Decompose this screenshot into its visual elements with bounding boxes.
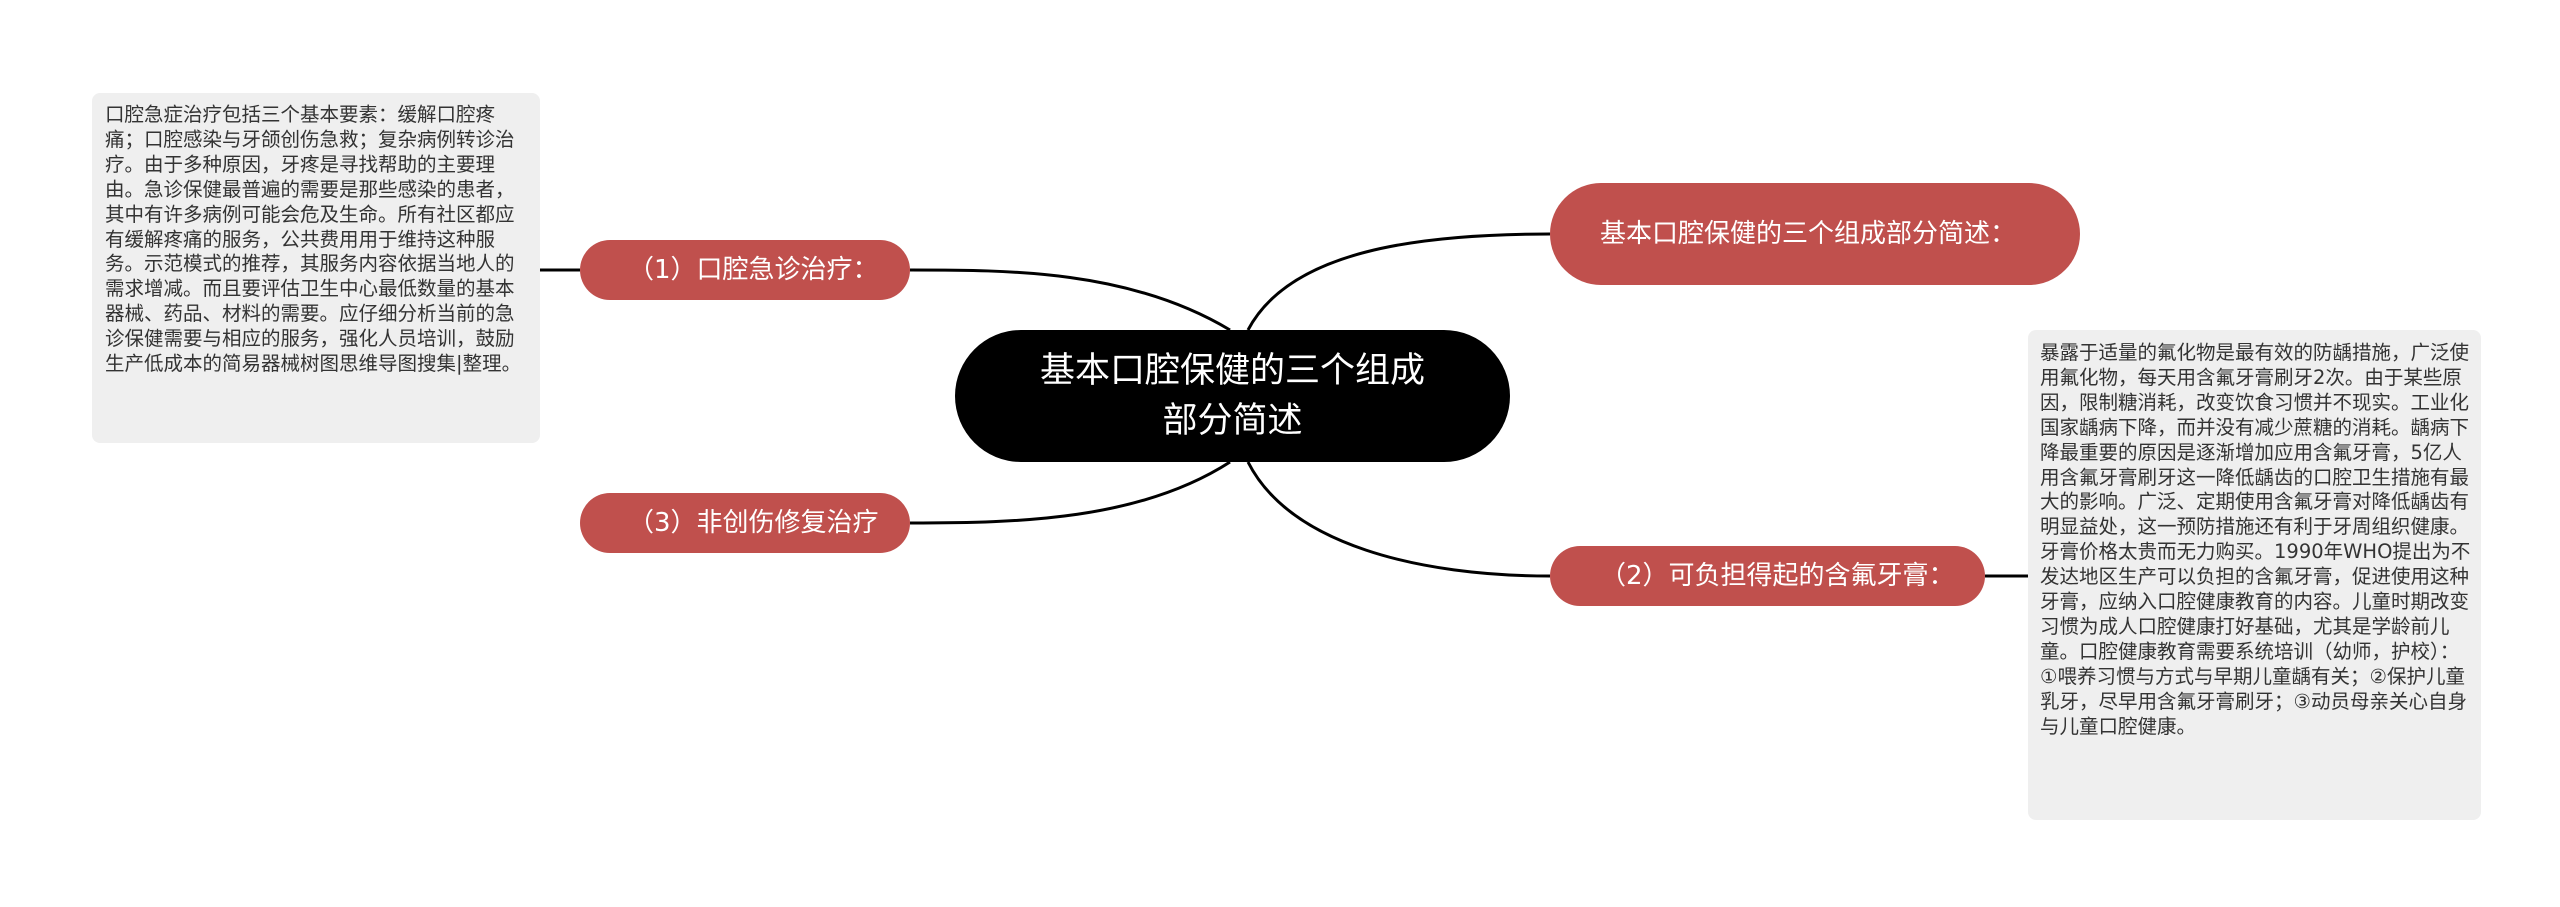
branch-title-label: 基本口腔保健的三个组成部分简述：	[1600, 219, 2017, 249]
branch-title[interactable]: 基本口腔保健的三个组成部分简述：	[1550, 183, 2080, 285]
branch-atraumatic-restorative-label: （3）非创伤修复治疗	[628, 508, 879, 538]
connector-root-to-title	[1246, 232, 1551, 331]
note-oral-emergency[interactable]: 口腔急症治疗包括三个基本要素：缓解口腔疼痛；口腔感染与牙颌创伤急救；复杂病例转诊…	[92, 93, 540, 443]
note-fluoride-toothpaste[interactable]: 暴露于适量的氟化物是最有效的防龋措施，广泛使用氟化物，每天用含氟牙膏刷牙2次。由…	[2028, 330, 2481, 820]
connector-root-to-b2	[1246, 461, 1551, 578]
branch-atraumatic-restorative[interactable]: （3）非创伤修复治疗	[580, 493, 910, 553]
branch-fluoride-toothpaste-label: （2）可负担得起的含氟牙膏：	[1600, 561, 1955, 591]
connector-root-to-b3	[909, 460, 1231, 525]
connector-root-to-b1	[909, 268, 1231, 332]
branch-oral-emergency[interactable]: （1）口腔急诊治疗：	[580, 240, 910, 300]
note-fluoride-toothpaste-text: 暴露于适量的氟化物是最有效的防龋措施，广泛使用氟化物，每天用含氟牙膏刷牙2次。由…	[2040, 341, 2471, 738]
root-topic-label: 基本口腔保健的三个组成部分简述	[1039, 351, 1425, 441]
note-oral-emergency-text: 口腔急症治疗包括三个基本要素：缓解口腔疼痛；口腔感染与牙颌创伤急救；复杂病例转诊…	[105, 103, 522, 376]
branch-oral-emergency-label: （1）口腔急诊治疗：	[628, 255, 879, 285]
root-topic[interactable]: 基本口腔保健的三个组成部分简述	[955, 330, 1510, 462]
branch-fluoride-toothpaste[interactable]: （2）可负担得起的含氟牙膏：	[1550, 546, 1985, 606]
